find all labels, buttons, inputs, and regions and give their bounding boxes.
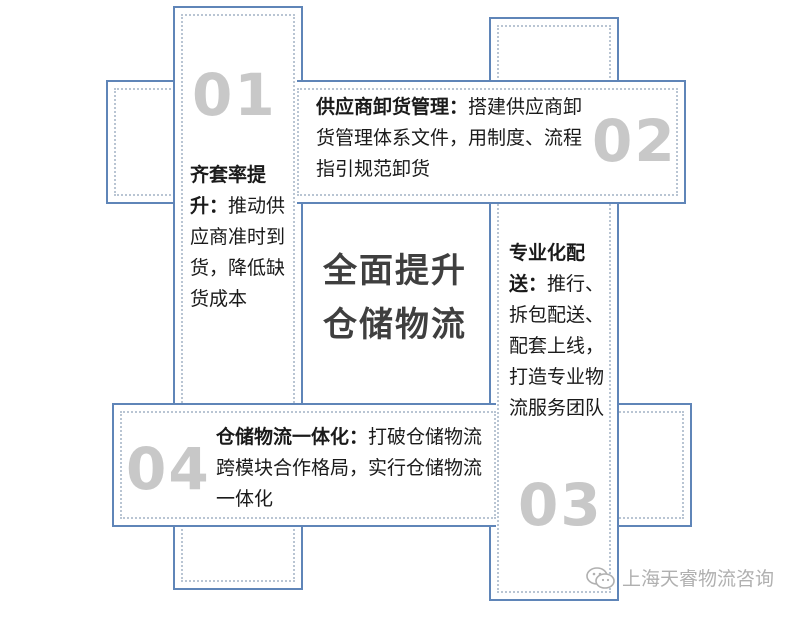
item-number-04: 04 xyxy=(126,435,211,503)
center-title-line1: 全面提升 xyxy=(323,251,467,291)
item-text-01: 齐套率提升：推动供应商准时到货，降低缺货成本 xyxy=(190,160,294,315)
item-body-01: 推动供应商准时到货，降低缺货成本 xyxy=(190,195,286,310)
item-number-01: 01 xyxy=(192,61,277,129)
item-text-02: 供应商卸货管理：搭建供应商卸货管理体系文件，用制度、流程指引规范卸货 xyxy=(316,92,596,185)
item-number-03: 03 xyxy=(518,471,603,539)
item-body-03: 推行、拆包配送、配套上线，打造专业物流服务团队 xyxy=(509,273,605,419)
item-title-02: 供应商卸货管理： xyxy=(316,96,469,118)
watermark-text: 上海天睿物流咨询 xyxy=(621,568,774,590)
top-panel xyxy=(297,80,686,204)
center-title: 全面提升 仓储物流 xyxy=(300,244,490,352)
item-title-03: 专业化配送： xyxy=(509,242,586,295)
bottom-panel xyxy=(112,403,496,527)
item-number-02: 02 xyxy=(592,107,677,175)
item-text-03: 专业化配送：推行、拆包配送、配套上线，打造专业物流服务团队 xyxy=(509,238,613,424)
item-body-04: 打破仓储物流跨模块合作格局，实行仓储物流一体化 xyxy=(216,426,483,510)
wechat-icon xyxy=(586,566,615,589)
item-body-02: 搭建供应商卸货管理体系文件，用制度、流程指引规范卸货 xyxy=(316,96,583,180)
watermark: 上海天睿物流咨询 xyxy=(586,564,774,591)
item-text-04: 仓储物流一体化：打破仓储物流跨模块合作格局，实行仓储物流一体化 xyxy=(216,422,490,515)
item-title-04: 仓储物流一体化： xyxy=(216,426,369,448)
center-title-line2: 仓储物流 xyxy=(323,305,467,345)
item-title-01: 齐套率提升： xyxy=(190,164,267,217)
